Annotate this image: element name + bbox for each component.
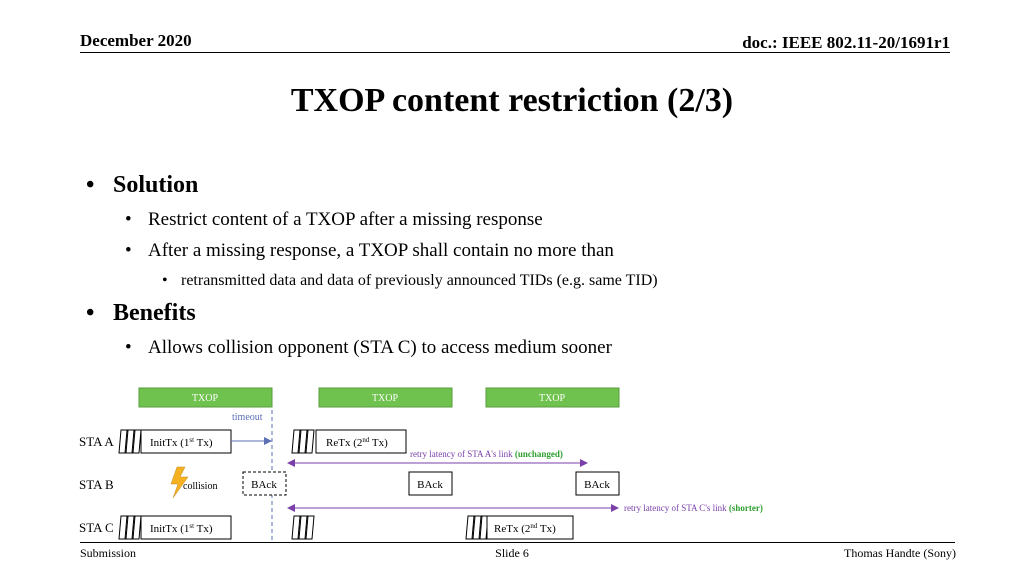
sta-a-retx-frame [315,429,407,454]
footer-slide-number: Slide 6 [495,546,529,560]
sta-c-mid-preamble [291,515,315,540]
bullet-benefits: Benefits [113,300,196,326]
bullet-benefits-item-1: Allows collision opponent (STA C) to acc… [148,337,612,358]
sta-b-back-1-label: BAck [417,479,443,491]
bullet-solution-item-1: Restrict content of a TXOP after a missi… [148,209,543,230]
header-divider [80,52,950,53]
sta-c-retx-preamble [465,515,489,540]
sta-c-inittx-frame [140,515,232,540]
bullet-solution-item-2: After a missing response, a TXOP shall c… [148,240,614,261]
sta-b-back-1 [408,471,453,496]
bullet-solution: Solution [113,172,199,198]
txop-bar-3 [485,387,620,408]
txop-bar-2 [318,387,453,408]
bullet-marker: • [125,240,132,261]
sta-b-missing-back-label: BAck [251,479,277,491]
sta-c-retx-frame [486,515,574,540]
bullet-marker: • [162,272,168,289]
sta-b-missing-back [242,471,287,496]
bullet-marker: • [125,209,132,230]
sta-a-preamble [118,429,142,454]
footer-divider [80,542,955,543]
bullet-marker: • [86,300,95,326]
sta-b-back-2 [575,471,620,496]
collision-label: collision [183,481,217,492]
sta-a-retx-preamble [291,429,315,454]
bullet-marker: • [86,172,95,198]
sta-a-label: STA A [79,434,114,449]
sta-b-label: STA B [79,477,114,492]
footer-submission: Submission [80,546,137,560]
txop-bar-1 [138,387,273,408]
sta-c-inittx-label: InitTx (1st Tx) [150,522,213,535]
sta-c-retx-label: ReTx (2nd Tx) [494,522,556,535]
txop-label-1: TXOP [192,393,219,404]
sta-c-label: STA C [79,520,114,535]
sta-a-inittx-label: InitTx (1st Tx) [150,436,213,449]
collision-bolt-icon [170,466,189,499]
sta-c-preamble [118,515,142,540]
latency-a-label: retry latency of STA A's link (unchanged… [410,449,563,459]
header-date: December 2020 [80,31,192,50]
txop-timing-diagram: TXOP TXOP TXOP timeout STA A STA B STA C… [79,387,763,542]
sta-b-back-2-label: BAck [584,479,610,491]
footer-author: Thomas Handte (Sony) [844,546,956,560]
sta-a-retx-label: ReTx (2nd Tx) [326,436,388,449]
bullet-solution-subitem: retransmitted data and data of previousl… [181,272,658,289]
bullet-marker: • [125,337,132,358]
txop-label-2: TXOP [372,393,399,404]
header-doc-id: doc.: IEEE 802.11-20/1691r1 [742,33,950,52]
slide-title: TXOP content restriction (2/3) [290,82,734,119]
timeout-label: timeout [232,412,263,423]
latency-c-label: retry latency of STA C's link (shorter) [624,503,763,513]
txop-label-3: TXOP [539,393,566,404]
